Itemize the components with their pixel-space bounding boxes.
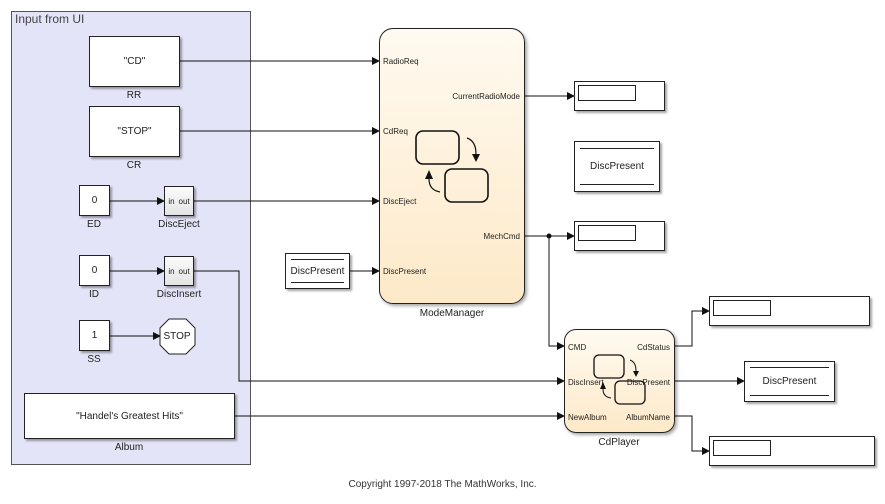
cdplayer-label: CdPlayer [598, 437, 640, 448]
copyright-text: Copyright 1997-2018 The MathWorks, Inc. [348, 479, 537, 490]
subsystem-in-port: in [168, 266, 175, 276]
goto-block-top-line [580, 148, 654, 149]
constant-rr-value: "CD" [123, 56, 146, 67]
stop-block-label: STOP [163, 331, 191, 342]
constant-album-label: Album [114, 442, 144, 453]
branch-point [546, 233, 552, 239]
modemanager-input-cdreq: CdReq [383, 127, 408, 136]
constant-ss[interactable]: 1 [79, 320, 110, 351]
constant-rr-label: RR [126, 90, 142, 101]
cdplayer-chart[interactable]: CMD DiscInsert NewAlbum CdStatus DiscPre… [564, 329, 675, 433]
wire-cdstatus-display [675, 307, 710, 347]
constant-ed-label: ED [87, 219, 101, 230]
subsystem-out-port: out [178, 266, 190, 276]
modemanager-chart[interactable]: RadioReq CdReq DiscEject DiscPresent Cur… [379, 28, 525, 304]
constant-id-value: 0 [91, 265, 98, 276]
display-value-field [578, 225, 636, 241]
display-value-field [713, 440, 771, 456]
modemanager-input-discpresent: DiscPresent [383, 267, 427, 276]
constant-album[interactable]: "Handel's Greatest Hits" [24, 393, 235, 439]
cdplayer-output-discpresent: DiscPresent [626, 378, 670, 387]
stateflow-icon [415, 130, 489, 203]
constant-album-value: "Handel's Greatest Hits" [76, 410, 183, 422]
from-block-label: DiscPresent [290, 265, 345, 277]
cdplayer-output-albumname: AlbumName [625, 413, 670, 422]
from-block-discpresent[interactable]: DiscPresent [285, 253, 350, 289]
cdplayer-input-newalbum: NewAlbum [568, 413, 607, 422]
goto-block-label: DiscPresent [590, 161, 644, 172]
cdplayer-output-cdstatus: CdStatus [637, 343, 670, 352]
from-block-bottom-line [291, 282, 344, 283]
constant-cr-label: CR [126, 160, 142, 171]
constant-ed[interactable]: 0 [79, 185, 110, 216]
constant-cr[interactable]: "STOP" [89, 106, 180, 157]
modemanager-input-disceject: DiscEject [383, 197, 417, 206]
display-cdstatus[interactable] [709, 296, 870, 326]
subsystem-discinsert[interactable]: in out [164, 256, 194, 286]
constant-id[interactable]: 0 [79, 255, 110, 286]
goto-block-discpresent-top[interactable]: DiscPresent [574, 141, 660, 192]
subsystem-out-port: out [178, 196, 190, 206]
stateflow-icon [593, 354, 646, 405]
wire-albumname-display [675, 415, 710, 455]
goto-block-discpresent-right[interactable]: DiscPresent [744, 361, 835, 402]
constant-cr-value: "STOP" [117, 126, 152, 137]
stop-block[interactable] [158, 318, 198, 356]
subsystem-discinsert-label: DiscInsert [156, 289, 202, 300]
cdplayer-input-discinsert: DiscInsert [568, 378, 604, 387]
modemanager-input-radioreq: RadioReq [383, 57, 419, 66]
cdplayer-input-cmd: CMD [568, 343, 587, 352]
constant-ed-value: 0 [91, 195, 98, 206]
display-value-field [578, 85, 636, 101]
modemanager-output-currentradiomode: CurrentRadioMode [452, 92, 520, 101]
area-title: Input from UI [15, 12, 85, 26]
wire-mechcmd-cmd [548, 236, 565, 350]
display-currentradiomode[interactable] [574, 81, 665, 111]
constant-ss-value: 1 [91, 330, 98, 341]
display-value-field [713, 300, 771, 316]
display-mechcmd[interactable] [574, 221, 665, 251]
constant-ss-label: SS [87, 354, 101, 365]
modemanager-output-mechcmd: MechCmd [483, 232, 520, 241]
constant-rr[interactable]: "CD" [89, 36, 180, 87]
wire-discinsert-cdplayer [194, 270, 565, 385]
constant-id-label: ID [89, 289, 99, 300]
subsystem-disceject[interactable]: in out [164, 186, 194, 216]
subsystem-in-port: in [168, 196, 175, 206]
goto-block-label: DiscPresent [762, 376, 817, 387]
subsystem-disceject-label: DiscEject [158, 219, 200, 230]
modemanager-label: ModeManager [419, 308, 485, 319]
display-albumname[interactable] [709, 436, 875, 466]
from-block-top-line [291, 259, 344, 260]
goto-block-bottom-line [580, 184, 654, 185]
goto-block-bottom-line [750, 395, 829, 396]
goto-block-top-line [750, 367, 829, 368]
